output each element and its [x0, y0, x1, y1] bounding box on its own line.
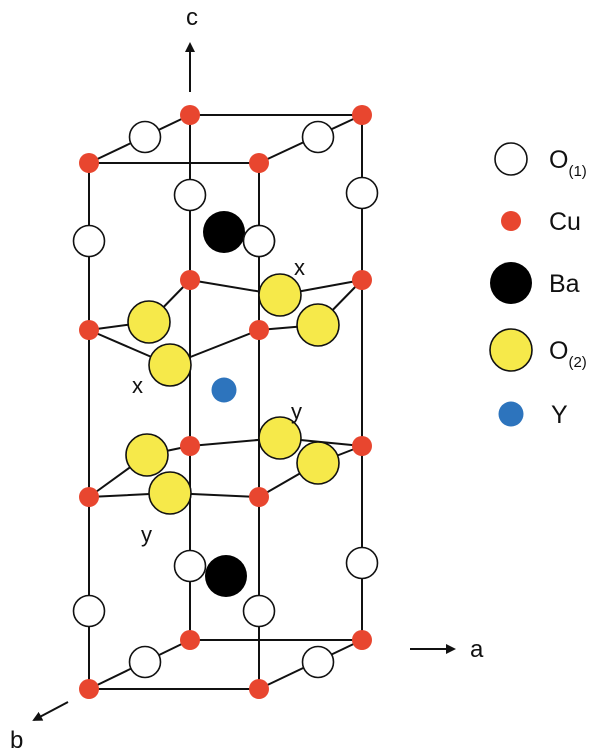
o2-atom [148, 471, 192, 515]
o1-atom [345, 176, 379, 210]
legend: O(1) Cu Ba O(2) Y [489, 142, 587, 429]
a-axis-label: a [470, 636, 484, 663]
b-axis-label: b [10, 727, 23, 754]
o1-atom [301, 645, 335, 679]
cu-atom [79, 153, 99, 173]
legend-symbol: O [549, 146, 568, 174]
cu-atom [180, 436, 200, 456]
o1-atom [72, 224, 106, 258]
legend-item-ba: Ba [490, 262, 580, 304]
legend-subscript: (1) [568, 163, 586, 180]
cu-atom [180, 105, 200, 125]
cu-atom [352, 436, 372, 456]
cu-atoms [79, 105, 372, 699]
b-axis-arrow [32, 701, 69, 721]
legend-item-cu: Cu [501, 208, 581, 236]
o2-atom [148, 343, 192, 387]
axes [32, 42, 456, 721]
o1-atom-icon [494, 142, 528, 176]
o1-atom [242, 224, 276, 258]
ba-atom-icon [490, 262, 532, 304]
cu-atom [79, 487, 99, 507]
cu-atom [352, 105, 372, 125]
site-label-x: x [132, 373, 143, 398]
cu-atom [180, 270, 200, 290]
o1-atom [128, 645, 162, 679]
o2-atom [296, 441, 340, 485]
ba-atom [203, 211, 245, 253]
cu-atom [352, 630, 372, 650]
y-atom [211, 377, 237, 403]
legend-label: Cu [549, 208, 581, 236]
o2-atoms [125, 273, 340, 515]
legend-label: O(2) [549, 337, 587, 371]
site-label-x: x [294, 255, 305, 280]
cu-atom [79, 679, 99, 699]
o1-atom [301, 120, 335, 154]
o1-atom [72, 594, 106, 628]
cu-atom [180, 630, 200, 650]
cu-atom [249, 679, 269, 699]
cu-atom [352, 270, 372, 290]
site-label-y: y [141, 522, 152, 547]
site-label-y: y [291, 399, 302, 424]
legend-label: Ba [549, 270, 580, 298]
o1-atom [173, 549, 207, 583]
legend-label: Y [551, 401, 568, 429]
y-atom-icon [498, 401, 524, 427]
cu-atom [249, 487, 269, 507]
legend-subscript: (2) [568, 354, 586, 371]
legend-item-y: Y [498, 401, 568, 429]
c-axis-label: c [186, 4, 198, 31]
o1-atom [173, 178, 207, 212]
cu-atom-icon [501, 211, 521, 231]
cu-atom [249, 320, 269, 340]
o2-atom [296, 303, 340, 347]
legend-item-o2: O(2) [489, 328, 587, 372]
o2-atom [127, 300, 171, 344]
o2-atom [258, 273, 302, 317]
o1-atom [345, 546, 379, 580]
ba-atoms [203, 211, 247, 597]
o2-atom [125, 433, 169, 477]
legend-label: O(1) [549, 146, 587, 180]
o1-atom [242, 594, 276, 628]
legend-item-o1: O(1) [494, 142, 587, 180]
cu-atom [79, 320, 99, 340]
o1-atom [128, 120, 162, 154]
legend-symbol: O [549, 337, 568, 365]
cu-atom [249, 153, 269, 173]
o2-atom-icon [489, 328, 533, 372]
o2-atom [258, 416, 302, 460]
ba-atom [205, 555, 247, 597]
